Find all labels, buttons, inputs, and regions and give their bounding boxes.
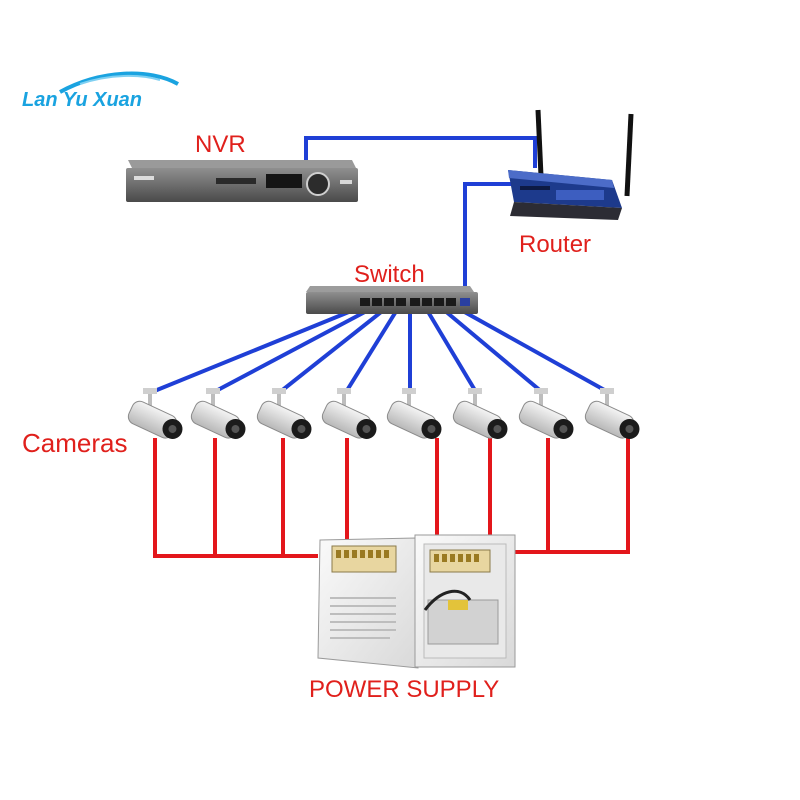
cable-switch-camera-6 [422, 303, 478, 394]
camera-3 [256, 388, 312, 439]
nvr-jog-dial-icon [306, 172, 330, 196]
camera-5 [386, 388, 442, 439]
router-antenna-right-icon [624, 113, 634, 197]
power-supply-terminal-block [331, 545, 397, 573]
cameras-group [127, 388, 640, 439]
nvr-device [126, 160, 358, 202]
camera-7 [518, 388, 574, 439]
cable-switch-camera-4 [344, 303, 402, 394]
power-supply-door-text [330, 597, 396, 639]
router-device [508, 109, 634, 220]
logo-swoosh-icon [59, 71, 179, 94]
router-base [510, 202, 622, 220]
cameras-label: Cameras [22, 428, 127, 458]
power-cable-camera-8 [548, 438, 630, 554]
nvr-display [266, 174, 302, 188]
brand-logo: Lan Yu Xuan [22, 71, 179, 111]
nvr-led [340, 180, 352, 184]
power-cables [153, 438, 630, 558]
camera-2 [190, 388, 246, 439]
cable-switch-camera-2 [213, 303, 379, 394]
switch-device [306, 286, 478, 314]
camera-1 [127, 388, 183, 439]
nvr-brand-plate [134, 176, 154, 180]
network-cables [151, 136, 609, 394]
router-antenna-left-icon [535, 109, 544, 177]
cable-switch-camera-3 [278, 303, 392, 394]
camera-4 [321, 388, 377, 439]
power-supply-cable [423, 589, 472, 611]
cable-switch-camera-1 [151, 303, 367, 394]
power-cable-camera-7 [512, 438, 550, 554]
nvr-buttons [216, 178, 256, 184]
router-label: Router [519, 231, 591, 258]
cable-switch-camera-8 [451, 303, 609, 394]
cable-nvr-router [304, 136, 537, 168]
power-cable-camera-1 [153, 438, 318, 558]
switch-ports [360, 298, 470, 306]
logo-swoosh-inner-icon [79, 74, 161, 85]
camera-6 [452, 388, 508, 439]
cable-router-switch [463, 182, 532, 300]
logo-text: Lan Yu Xuan [22, 89, 142, 111]
nvr-label: NVR [195, 131, 246, 158]
cable-switch-camera-7 [436, 303, 544, 394]
power-supply-label: POWER SUPPLY [309, 676, 499, 703]
power-supply-device [317, 534, 516, 669]
camera-8 [584, 388, 640, 439]
switch-label: Switch [354, 261, 425, 288]
